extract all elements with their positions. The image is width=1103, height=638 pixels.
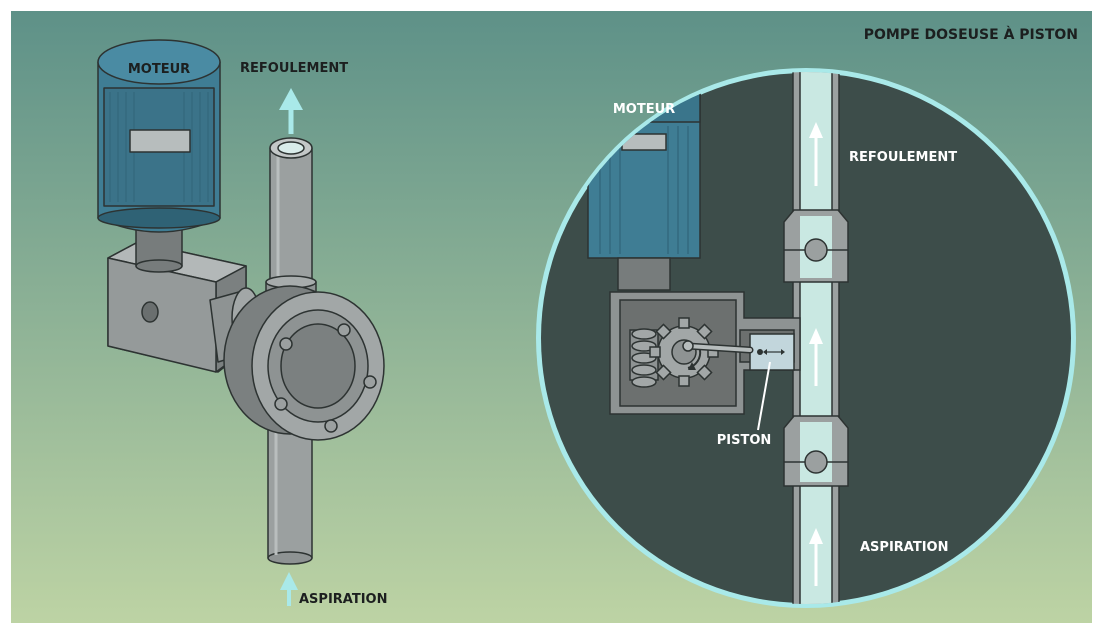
left-motor-label: MOTEUR [128, 62, 190, 77]
drive-gear [650, 318, 718, 386]
right-inlet-label: ASPIRATION [860, 540, 949, 555]
upper-check-valve-ball [805, 239, 827, 261]
left-motor-nameplate [130, 130, 190, 152]
worm-screw [630, 329, 658, 387]
lower-check-valve-ball [805, 451, 827, 473]
flange-bolt [338, 324, 350, 336]
diagram-title: POMPE DOSEUSE À PISTON [864, 26, 1078, 43]
pump-head [224, 286, 384, 440]
flange-bolt [280, 338, 292, 350]
left-outlet-label: REFOULEMENT [240, 61, 348, 76]
left-inlet-label: ASPIRATION [299, 592, 388, 607]
gearbox-hole [142, 302, 158, 322]
piston-dot [757, 349, 763, 355]
right-outlet-label: REFOULEMENT [849, 150, 957, 165]
right-motor-label: MOTEUR [613, 102, 675, 117]
right-piston-label: PISTON [717, 433, 772, 448]
flange-bolt [364, 376, 376, 388]
flange-bolt [275, 398, 287, 410]
flange-bolt [325, 420, 337, 432]
